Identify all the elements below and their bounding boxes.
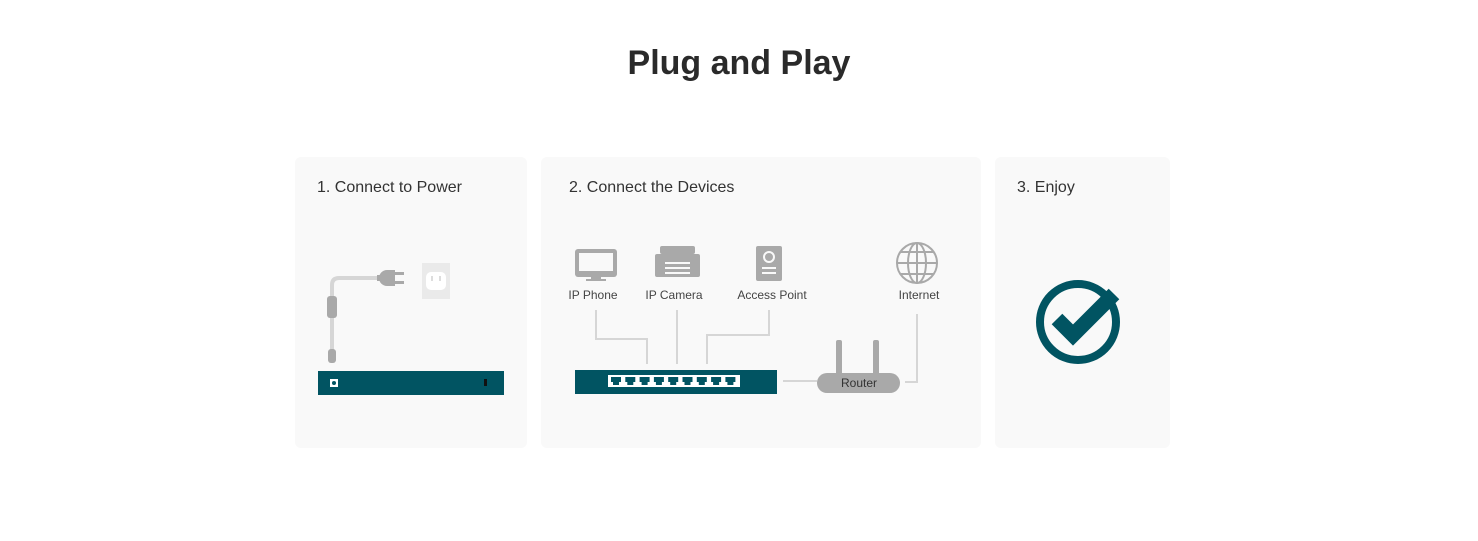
power-illustration	[318, 263, 504, 395]
switch-icon	[318, 371, 504, 395]
step-title: 2. Connect the Devices	[569, 179, 735, 196]
port-icon	[696, 377, 707, 385]
cables	[595, 310, 918, 383]
port-icon	[668, 377, 679, 385]
port-icon	[639, 377, 650, 385]
camera-icon	[655, 246, 700, 277]
monitor-icon	[575, 249, 617, 281]
page-title: Plug and Play	[627, 44, 851, 82]
step-title: 3. Enjoy	[1017, 179, 1075, 196]
step-card-connect-devices: 2. Connect the Devices	[541, 157, 981, 448]
power-cord-icon	[327, 270, 404, 363]
globe-icon	[896, 242, 938, 284]
device-label-ip-phone: IP Phone	[568, 288, 618, 302]
device-label-internet: Internet	[898, 288, 940, 302]
device-label-access-point: Access Point	[737, 288, 807, 302]
port-icon	[682, 377, 693, 385]
network-illustration	[575, 242, 938, 394]
step-title: 1. Connect to Power	[317, 179, 462, 196]
port-icon	[711, 377, 722, 385]
wall-outlet-icon	[422, 263, 450, 299]
port-icon	[725, 377, 736, 385]
router-label: Router	[840, 376, 878, 390]
checkmark-circle-icon	[1036, 280, 1120, 364]
router-icon	[817, 340, 900, 393]
access-point-icon	[756, 246, 782, 281]
step-card-connect-power: 1. Connect to Power	[295, 157, 527, 448]
step-card-enjoy: 3. Enjoy	[995, 157, 1170, 448]
port-icon	[653, 377, 664, 385]
switch-icon	[575, 370, 777, 394]
port-icon	[611, 377, 621, 385]
port-icon	[625, 377, 636, 385]
device-label-ip-camera: IP Camera	[645, 288, 703, 302]
